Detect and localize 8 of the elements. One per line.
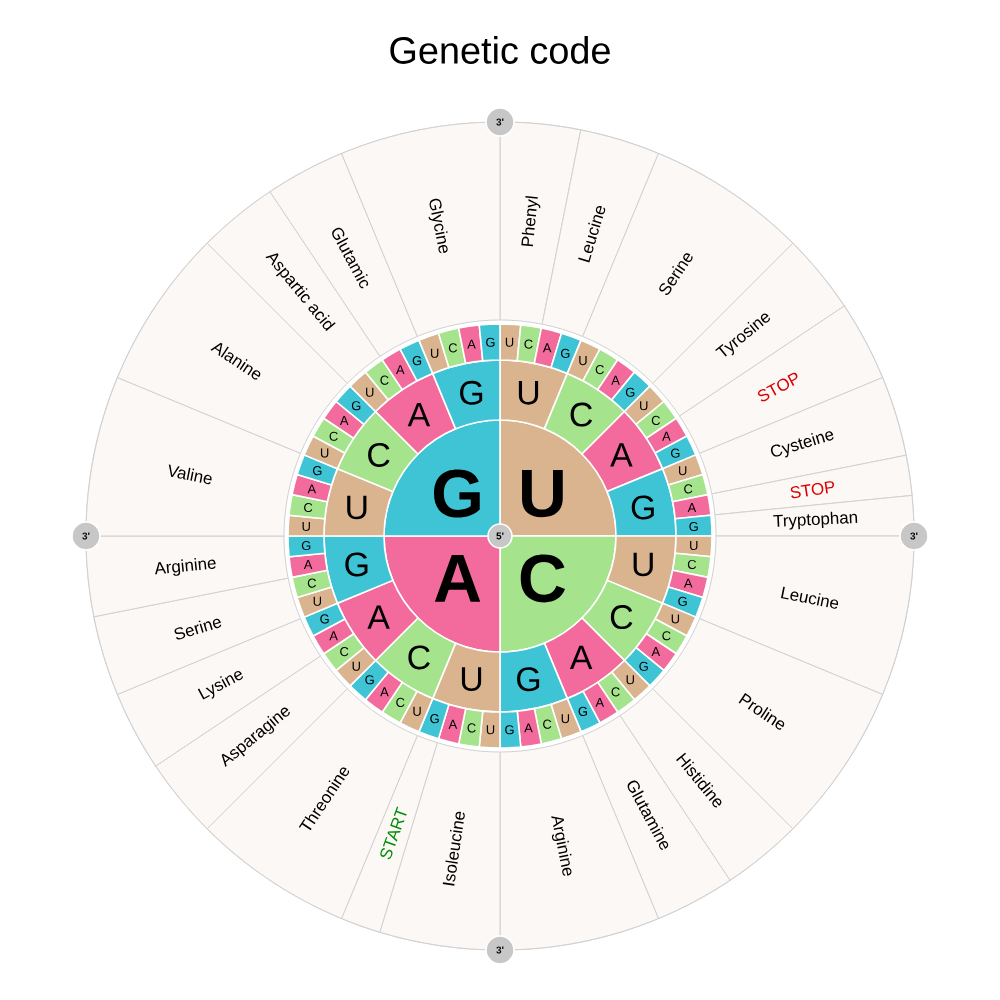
ring-sector: U [431, 642, 501, 713]
amino-acid-sector: Arginine [85, 535, 289, 618]
ring-sector: U [323, 467, 394, 537]
amino-acid-sector: Leucine [541, 129, 659, 337]
ring-sector: U [606, 535, 677, 605]
ring-sector: G [431, 359, 501, 430]
title: Genetic code [390, 36, 610, 64]
amino-acid-sector: Phenyl [499, 121, 582, 325]
